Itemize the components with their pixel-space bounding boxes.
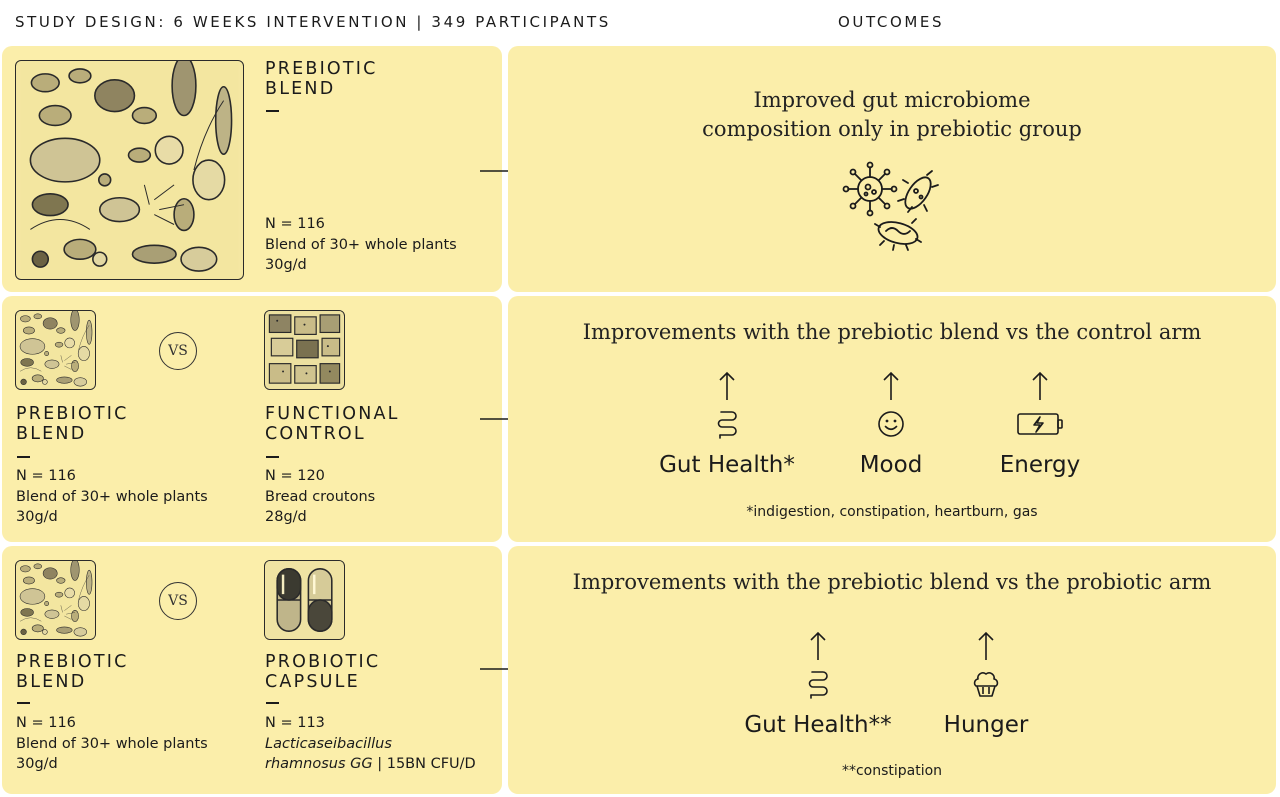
arm-a-details: N = 116 Blend of 30+ whole plants 30g/d bbox=[16, 466, 208, 528]
prebiotic-blend-thumb bbox=[15, 310, 96, 390]
outcome-label-hunger: Hunger bbox=[943, 712, 1029, 738]
arm-description: Blend of 30+ whole plants bbox=[265, 236, 457, 253]
arm-a-n: N = 116 bbox=[16, 468, 76, 484]
arm-b-details: N = 113 Lacticaseibacillus rhamnosus GG … bbox=[265, 713, 476, 775]
arm-a-title-line1: PREBIOTIC bbox=[16, 652, 129, 672]
divider bbox=[17, 702, 30, 704]
vs-badge: VS bbox=[159, 332, 197, 370]
divider bbox=[266, 110, 279, 112]
divider bbox=[266, 456, 279, 458]
arm-n: N = 116 bbox=[265, 216, 325, 232]
arm-a-description: Blend of 30+ whole plants bbox=[16, 735, 208, 752]
arm-a-title-line1: PREBIOTIC bbox=[16, 404, 129, 424]
divider bbox=[266, 702, 279, 704]
study-design-header: STUDY DESIGN: 6 WEEKS INTERVENTION | 349… bbox=[15, 13, 611, 31]
arrow-up-icon bbox=[1030, 371, 1050, 401]
arm-a-dose: 30g/d bbox=[16, 509, 58, 525]
arm-details: N = 116 Blend of 30+ whole plants 30g/d bbox=[265, 214, 457, 276]
arm-b-title-line1: PROBIOTIC bbox=[265, 652, 381, 672]
arm-b-strain: rhamnosus GG bbox=[265, 756, 373, 772]
row2-outcome-panel: Improvements with the prebiotic blend vs… bbox=[508, 296, 1276, 542]
arm-a-dose: 30g/d bbox=[16, 756, 58, 772]
functional-control-thumb bbox=[264, 310, 345, 390]
arm-b-description-line2: rhamnosus GG | 15BN CFU/D bbox=[265, 754, 476, 775]
arm-title-line1: PREBIOTIC bbox=[265, 59, 378, 79]
probiotic-capsule-thumb bbox=[264, 560, 345, 640]
outcome-label-gut-health: Gut Health** bbox=[744, 712, 892, 738]
divider bbox=[17, 456, 30, 458]
outcome-title-line1: Improved gut microbiome bbox=[753, 88, 1031, 112]
arm-a-description: Blend of 30+ whole plants bbox=[16, 488, 208, 505]
arm-b-title-line1: FUNCTIONAL bbox=[265, 404, 400, 424]
arm-b-title: FUNCTIONAL CONTROL bbox=[265, 404, 400, 444]
footnote: *indigestion, constipation, heartburn, g… bbox=[746, 504, 1038, 520]
arm-b-n: N = 113 bbox=[265, 715, 325, 731]
croutons-illustration-icon bbox=[265, 311, 344, 389]
plants-illustration-icon bbox=[16, 311, 95, 389]
smiley-icon bbox=[876, 409, 906, 439]
outcome-title: Improved gut microbiome composition only… bbox=[508, 86, 1276, 144]
arm-a-title-line2: BLEND bbox=[16, 672, 87, 692]
arm-b-title: PROBIOTIC CAPSULE bbox=[265, 652, 380, 692]
outcome-title: Improvements with the prebiotic blend vs… bbox=[582, 320, 1202, 344]
arm-b-title-line2: CAPSULE bbox=[265, 672, 360, 692]
arm-b-description: Bread croutons bbox=[265, 488, 376, 505]
arm-b-dose: 28g/d bbox=[265, 509, 307, 525]
row1-outcome-panel: Improved gut microbiome composition only… bbox=[508, 46, 1276, 292]
gut-icon bbox=[803, 669, 833, 699]
microbe-icon bbox=[842, 161, 942, 251]
outcome-title: Improvements with the prebiotic blend vs… bbox=[572, 570, 1212, 594]
cupcake-icon bbox=[971, 669, 1001, 699]
outcome-title-line2: composition only in prebiotic group bbox=[702, 117, 1082, 141]
outcome-label-energy: Energy bbox=[999, 452, 1081, 478]
footnote: **constipation bbox=[841, 763, 943, 779]
arrow-up-icon bbox=[881, 371, 901, 401]
arm-b-n: N = 120 bbox=[265, 468, 325, 484]
arm-a-details: N = 116 Blend of 30+ whole plants 30g/d bbox=[16, 713, 208, 775]
arm-b-description-line1: Lacticaseibacillus bbox=[265, 735, 392, 752]
arm-b-dose: | 15BN CFU/D bbox=[372, 756, 476, 772]
prebiotic-blend-thumb bbox=[15, 560, 96, 640]
arm-title: PREBIOTIC BLEND bbox=[265, 59, 378, 99]
battery-icon bbox=[1016, 411, 1066, 437]
arrow-up-icon bbox=[717, 371, 737, 401]
outcome-label-gut-health: Gut Health* bbox=[659, 452, 795, 478]
arrow-up-icon bbox=[808, 631, 828, 661]
prebiotic-blend-image bbox=[15, 60, 244, 280]
plants-illustration-icon bbox=[16, 61, 243, 279]
plants-illustration-icon bbox=[16, 561, 95, 639]
arm-title-line2: BLEND bbox=[265, 79, 336, 99]
arm-b-details: N = 120 Bread croutons 28g/d bbox=[265, 466, 375, 528]
arm-b-title-line2: CONTROL bbox=[265, 424, 366, 444]
outcomes-header: OUTCOMES bbox=[838, 13, 945, 31]
gut-icon bbox=[712, 409, 742, 439]
arm-a-title-line2: BLEND bbox=[16, 424, 87, 444]
row3-outcome-panel: Improvements with the prebiotic blend vs… bbox=[508, 546, 1276, 794]
arm-a-title: PREBIOTIC BLEND bbox=[16, 652, 129, 692]
row1-arm-panel: PREBIOTIC BLEND N = 116 Blend of 30+ who… bbox=[2, 46, 502, 292]
arrow-up-icon bbox=[976, 631, 996, 661]
vs-badge: VS bbox=[159, 582, 197, 620]
row3-arm-panel: VS PREBIOTIC BLEND N = 116 Blend of 30+ … bbox=[2, 546, 502, 794]
arm-a-n: N = 116 bbox=[16, 715, 76, 731]
row2-arm-panel: VS PREBIOTIC BLEND N = 116 Blend of 30+ … bbox=[2, 296, 502, 542]
capsules-illustration-icon bbox=[265, 561, 344, 639]
arm-dose: 30g/d bbox=[265, 257, 307, 273]
arm-a-title: PREBIOTIC BLEND bbox=[16, 404, 129, 444]
outcome-label-mood: Mood bbox=[859, 452, 923, 478]
